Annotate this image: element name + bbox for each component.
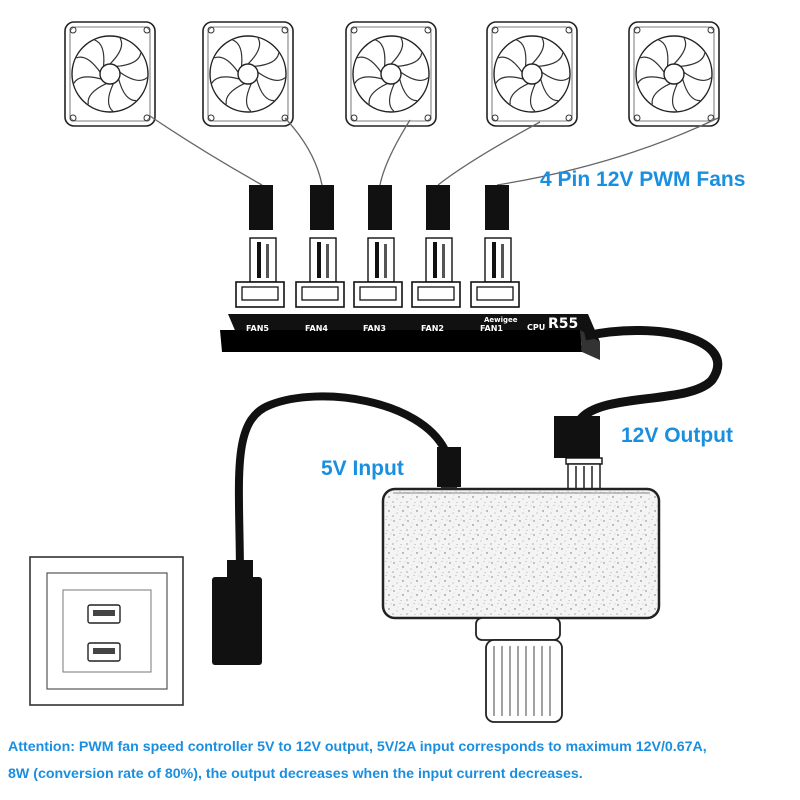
fan-header: [470, 237, 520, 308]
cpu-label: CPU: [527, 323, 545, 332]
fan-icon: [486, 21, 578, 127]
fan-plugs: [249, 185, 509, 230]
fan-header: [411, 237, 461, 308]
knob-icon: [475, 617, 563, 723]
usb-port-icon: [87, 642, 121, 662]
notice-line: Attention: PWM fan speed controller 5V t…: [8, 739, 707, 755]
port-label: FAN2: [421, 324, 444, 333]
usb-plug: [212, 560, 262, 665]
notice-line: 8W (conversion rate of 80%), the output …: [8, 766, 583, 782]
brand-label: Aewigee: [484, 316, 518, 324]
fan-header: [353, 237, 403, 308]
output-label: 12V Output: [621, 424, 734, 447]
fan-header: [295, 237, 345, 308]
usb-port-icon: [87, 604, 121, 624]
input-label: 5V Input: [321, 457, 404, 480]
fan-icon: [64, 21, 156, 127]
controller-box: [381, 487, 661, 620]
fan-icon: [202, 21, 294, 127]
attention-notice: Attention: PWM fan speed controller 5V t…: [8, 734, 794, 788]
fan-icon: [628, 21, 720, 127]
input-cable: [234, 392, 449, 579]
fan-header: [235, 237, 285, 308]
fan-icon: [345, 21, 437, 127]
wall-socket: [29, 556, 184, 706]
port-label: FAN1: [480, 324, 503, 333]
fan-hub-board: [220, 314, 600, 360]
port-label: FAN5: [246, 324, 269, 333]
output-plug: [554, 416, 603, 497]
model-label: R55: [548, 316, 578, 332]
port-label: FAN4: [305, 324, 328, 333]
fan-wires: [149, 115, 719, 186]
fans-label: 4 Pin 12V PWM Fans: [540, 168, 746, 191]
output-cable: [576, 326, 723, 424]
port-label: FAN3: [363, 324, 386, 333]
